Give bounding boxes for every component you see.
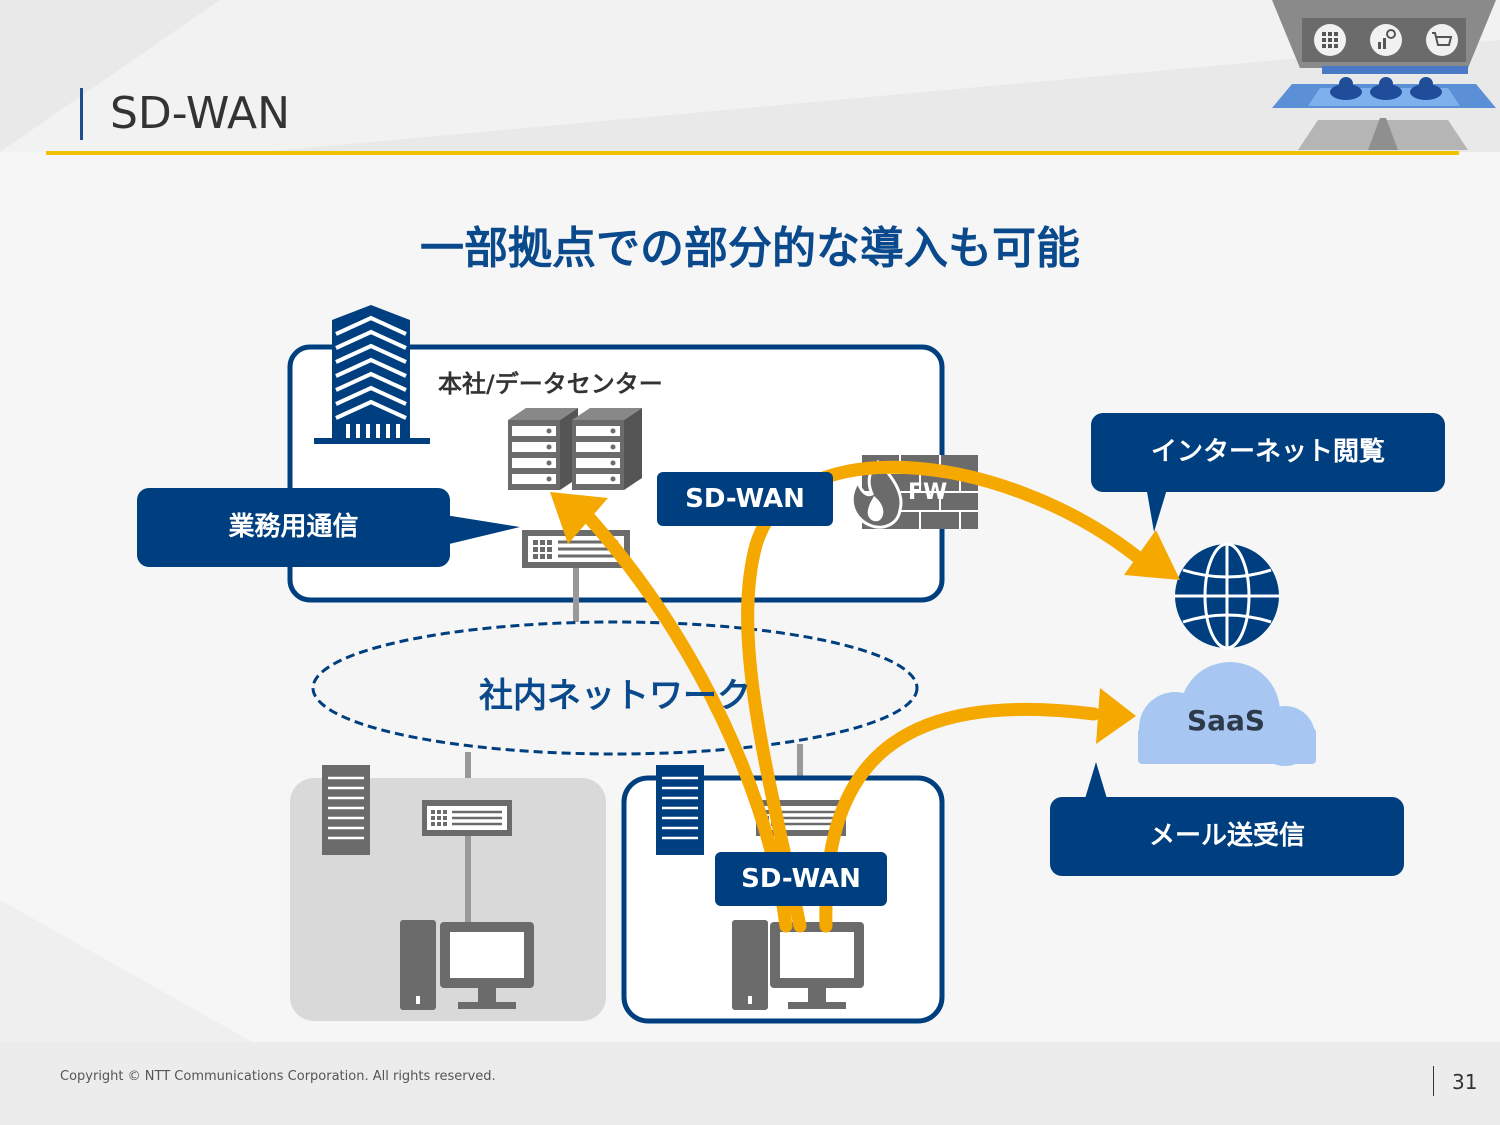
header-divider xyxy=(46,151,1459,155)
internet-globe-icon xyxy=(1175,542,1279,650)
header-cloud-platform-graphic xyxy=(1272,0,1496,150)
arrowhead-business xyxy=(550,492,608,544)
internal-network-label: 社内ネットワーク xyxy=(479,676,751,716)
business-callout-tail xyxy=(445,515,520,545)
internal-network-ellipse xyxy=(311,620,919,756)
building-icon xyxy=(314,305,430,444)
page-number: 31 xyxy=(1452,1070,1478,1094)
arrow-internet xyxy=(741,460,1143,933)
mail-callout-tail xyxy=(1084,762,1108,802)
branch-a-pc-icon xyxy=(400,920,534,1010)
saas-label: SaaS xyxy=(1186,704,1266,737)
title-accent-bar xyxy=(80,88,83,140)
arrowhead-internet xyxy=(1124,530,1180,580)
branch-b-pc-icon xyxy=(732,920,864,1010)
internet-callout-tail xyxy=(1146,486,1168,532)
copyright-notice: Copyright © NTT Communications Corporati… xyxy=(60,1069,496,1084)
branch-a-router-icon xyxy=(422,800,512,836)
analytics-icon xyxy=(1370,24,1402,56)
server-rack-icon xyxy=(508,408,642,490)
branch-b-building-icon xyxy=(656,765,704,855)
sd-wan-branch-badge: SD-WAN xyxy=(715,852,887,906)
page-title: SD-WAN xyxy=(110,88,291,139)
apps-icon xyxy=(1314,24,1346,56)
firewall-label: FW xyxy=(908,480,948,505)
sd-wan-hq-badge: SD-WAN xyxy=(657,472,833,526)
cloud-icons xyxy=(1330,77,1442,100)
mail-callout: メール送受信 xyxy=(1050,797,1404,876)
page-number-separator xyxy=(1433,1066,1434,1096)
arrowheads xyxy=(550,492,1180,744)
hq-datacenter-label: 本社/データセンター xyxy=(438,370,663,398)
cart-icon xyxy=(1426,24,1458,56)
arrowhead-mail xyxy=(1096,688,1136,744)
slide-headline: 一部拠点での部分的な導入も可能 xyxy=(420,223,1080,274)
business-traffic-callout: 業務用通信 xyxy=(137,488,450,567)
branch-a-building-icon xyxy=(322,765,370,855)
internet-browsing-callout: インターネット閲覧 xyxy=(1091,413,1445,492)
saas-cloud-icon xyxy=(1138,662,1316,766)
